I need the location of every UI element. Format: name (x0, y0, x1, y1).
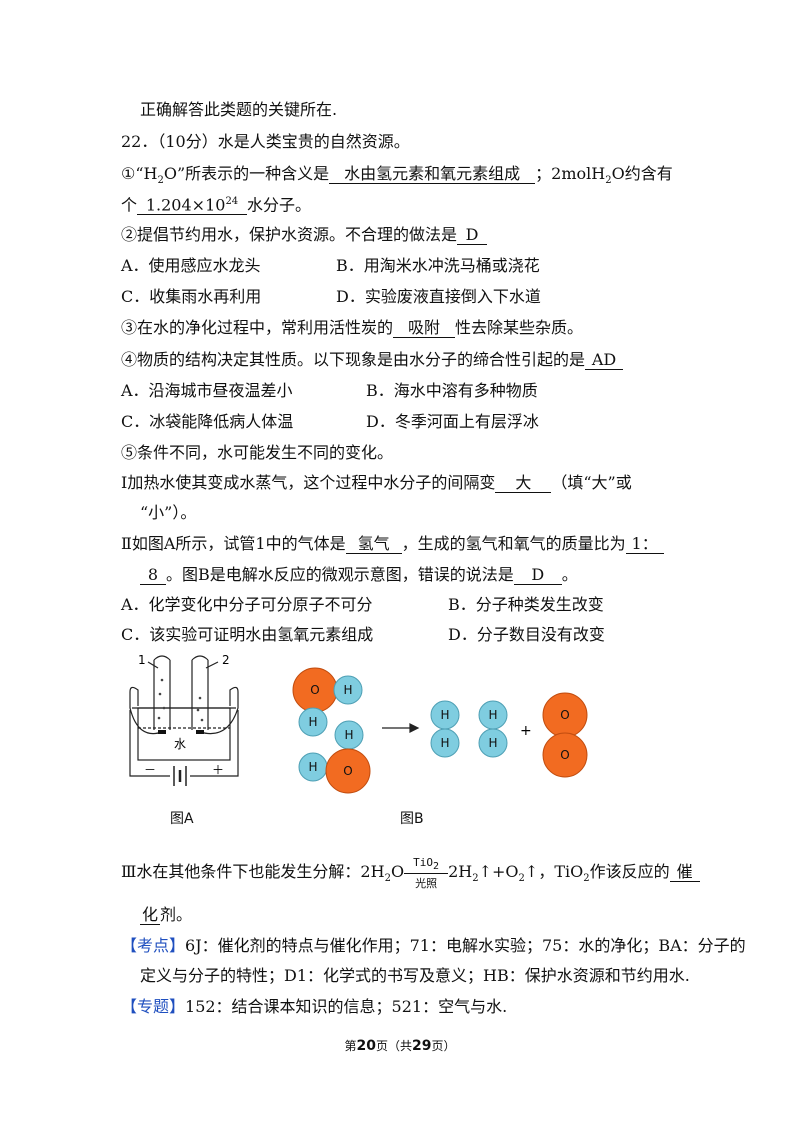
question-5-i-line-2: “小”）。 (140, 503, 197, 522)
text-line: 正确解答此类题的关键所在. (140, 100, 338, 119)
answer-blank: 氢气 (345, 535, 402, 554)
water-label: 水 (174, 737, 186, 751)
question-3-line: ③在水的净化过程中，常利用活性炭的吸附性去除某些杂质。 (121, 318, 584, 338)
oxygen-atom (542, 732, 588, 778)
plus-sign: + (520, 723, 532, 739)
oxygen-label: O (310, 683, 319, 697)
answer-blank: 1： (625, 535, 664, 554)
oxygen-atom (325, 748, 371, 794)
oxygen-label: O (560, 748, 569, 762)
figure-a-caption: 图A (170, 811, 194, 827)
hydrogen-label: H (440, 736, 449, 750)
option-d: D．冬季河面上有层浮冰 (366, 412, 539, 431)
option-b: B．海水中溶有多种物质 (366, 381, 538, 400)
answer-blank: D (513, 566, 562, 585)
hydrogen-label: H (308, 760, 317, 774)
answer-blank: AD (585, 351, 624, 370)
hydrogen-label: H (488, 708, 497, 722)
knowledge-points-line: 【考点】6J：催化剂的特点与催化作用；71：电解水实验；75：水的净化；BA：分… (121, 936, 746, 955)
positive-terminal-label: ＋ (212, 763, 224, 777)
tube-1-label: 1 (138, 653, 146, 667)
hydrogen-label: H (308, 715, 317, 729)
question-5-iii-line-2: 化剂。 (140, 905, 193, 925)
answer-blank: 水由氢元素和氧元素组成 (329, 165, 536, 184)
hydrogen-atom (430, 728, 460, 758)
answer-blank: 大 (495, 474, 552, 493)
hydrogen-label: H (344, 728, 353, 742)
negative-terminal-label: － (144, 763, 156, 777)
question-5-line: ⑤条件不同，水可能发生不同的变化。 (121, 443, 394, 462)
total-pages: 29 (412, 1038, 432, 1054)
page-footer: 第20页（共29页） (344, 1038, 456, 1054)
page-number: 20 (356, 1038, 376, 1054)
option-d: D．分子数目没有改变 (448, 625, 605, 644)
hydrogen-label: H (488, 736, 497, 750)
figure-b-caption: 图B (400, 811, 424, 827)
answer-blank: 化 (140, 905, 160, 925)
hydrogen-atom (478, 728, 508, 758)
question-1-line: ①“H2O”所表示的一种含义是水由氢元素和氧元素组成；2molH2O约含有 (121, 164, 673, 187)
tube-2-label: 2 (222, 653, 230, 667)
answer-blank: D (457, 226, 488, 245)
answer-blank: 1.204×1024 (137, 193, 248, 216)
answer-blank: 催 (669, 863, 700, 882)
option-b: B．用淘米水冲洗马桶或浇花 (336, 256, 540, 275)
topic-line: 【专题】152：结合课本知识的信息；521：空气与水. (121, 997, 508, 1016)
hydrogen-label: H (440, 708, 449, 722)
question-22-title: 22．（10分）水是人类宝贵的自然资源。 (121, 132, 410, 151)
knowledge-tag: 【考点】 (121, 936, 186, 955)
topic-tag: 【专题】 (121, 997, 186, 1016)
oxygen-label: O (343, 764, 352, 778)
option-d: D．实验废液直接倒入下水道 (336, 287, 541, 306)
hydrogen-label: H (343, 683, 352, 697)
oxygen-label: O (560, 708, 569, 722)
option-c: C．冰袋能降低病人体温 (121, 412, 294, 431)
hydrogen-atom (298, 707, 328, 737)
answer-blank: 吸附 (393, 319, 456, 338)
figure-a-electrolysis-apparatus: 1 2 水 － ＋ (129, 653, 239, 786)
option-a: A．使用感应水龙头 (121, 256, 261, 275)
answer-blank: 8 (140, 566, 166, 585)
hydrogen-atom (333, 675, 363, 705)
option-c: C．该实验可证明水由氢氧元素组成 (121, 625, 374, 644)
question-5-i-line: Ⅰ加热水使其变成水蒸气，这个过程中水分子的间隔变大（填“大”或 (121, 473, 632, 493)
option-a: A．沿海城市昼夜温差小 (121, 381, 293, 400)
option-b: B．分子种类发生改变 (448, 595, 604, 614)
knowledge-points-line-2: 定义与分子的特性；D1：化学式的书写及意义；HB：保护水资源和节约用水. (140, 966, 690, 985)
option-a: A．化学变化中分子可分原子不可分 (121, 595, 373, 614)
option-c: C．收集雨水再利用 (121, 287, 262, 306)
